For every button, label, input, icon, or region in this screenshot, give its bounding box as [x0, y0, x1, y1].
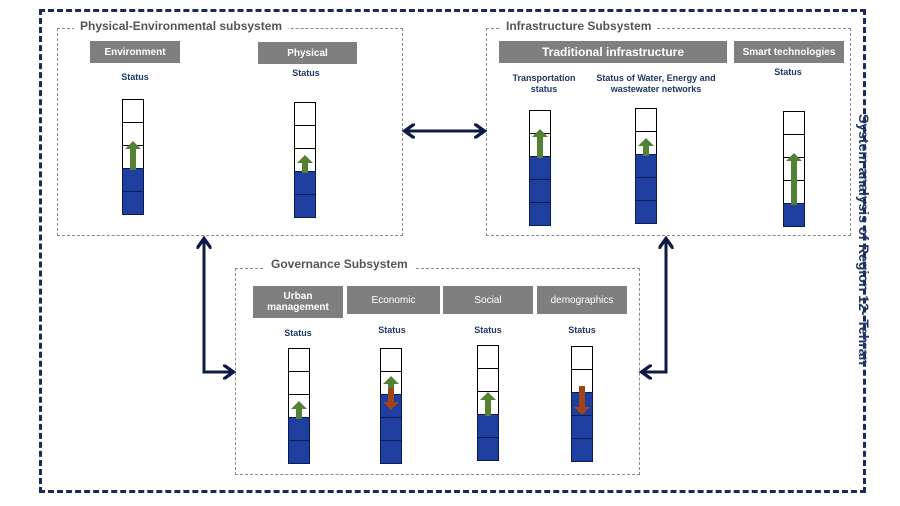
- environment-status-label: Status: [121, 72, 149, 82]
- gauge-cell: [635, 200, 657, 224]
- side-title: System analysis of Region 12- Tehran: [856, 114, 872, 366]
- social-gauge: [477, 345, 499, 461]
- smart-tech-status-label: Status: [774, 67, 802, 77]
- up-arrow-icon: [480, 392, 496, 421]
- transportation-status-label: Transportation status: [512, 73, 576, 94]
- down-arrow-icon: [574, 386, 590, 420]
- demographics-header: demographics: [537, 286, 627, 314]
- gauge-cell: [294, 194, 316, 218]
- economic-status-label: Status: [378, 325, 406, 335]
- up-arrow-icon: [291, 401, 307, 424]
- gauge-cell: [380, 440, 402, 464]
- economic-gauge: [380, 348, 402, 464]
- physical-gauge: [294, 102, 316, 218]
- social-status-label: Status: [474, 325, 502, 335]
- infrastructure-title: Infrastructure Subsystem: [500, 19, 658, 33]
- smart-tech-gauge: [783, 111, 805, 227]
- environment-gauge: [122, 99, 144, 215]
- traditional-infrastructure-header: Traditional infrastructure: [499, 41, 727, 63]
- up-arrow-icon: [532, 129, 548, 163]
- infrastructure-governance-connector: [643, 240, 666, 372]
- water-energy-status-label: Status of Water, Energy and wastewater n…: [596, 73, 716, 94]
- system-boundary: [39, 9, 866, 493]
- social-header: Social: [443, 286, 533, 314]
- up-arrow-icon: [383, 376, 399, 401]
- gauge-cell: [571, 438, 593, 462]
- gauge-cell: [122, 191, 144, 215]
- environment-header: Environment: [90, 41, 180, 63]
- water-energy-gauge: [635, 108, 657, 224]
- physical-environmental-title: Physical-Environmental subsystem: [74, 19, 289, 33]
- governance-title: Governance Subsystem: [265, 257, 414, 271]
- up-arrow-icon: [297, 155, 313, 178]
- urban-management-gauge: [288, 348, 310, 464]
- up-arrow-icon: [125, 141, 141, 175]
- smart-technologies-header: Smart technologies: [734, 41, 844, 63]
- physical-header: Physical: [258, 42, 357, 64]
- economic-header: Economic: [347, 286, 440, 314]
- up-arrow-icon: [638, 138, 654, 161]
- up-arrow-icon: [786, 153, 802, 210]
- urban-management-header: Urban management: [253, 286, 343, 318]
- gauge-cell: [288, 440, 310, 464]
- physical-governance-connector: [204, 240, 232, 372]
- transportation-gauge: [529, 110, 551, 226]
- gauge-cell: [477, 437, 499, 461]
- down-arrow-icon: [383, 388, 399, 415]
- urban-management-status-label: Status: [284, 328, 312, 338]
- demographics-gauge: [571, 346, 593, 462]
- gauge-cell: [529, 202, 551, 226]
- physical-status-label: Status: [292, 68, 320, 78]
- demographics-status-label: Status: [568, 325, 596, 335]
